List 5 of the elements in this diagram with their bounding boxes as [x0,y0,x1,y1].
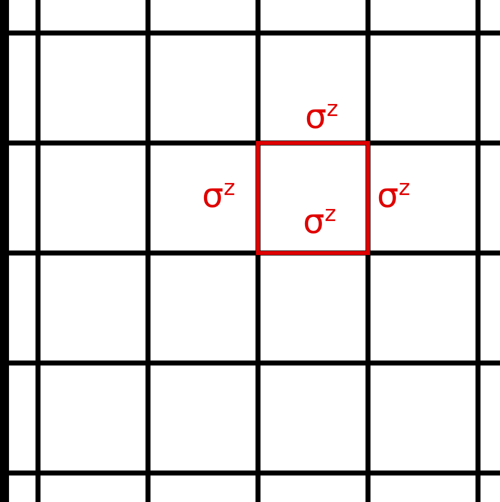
operator-label: σ$^{z}$ [303,203,336,244]
plaquette-box [256,141,370,255]
operator-label: σ$^{z}$ [202,177,236,218]
operator-label: σ$^{z}$ [305,98,338,139]
operator-label: σ$^{z}$ [377,177,410,218]
